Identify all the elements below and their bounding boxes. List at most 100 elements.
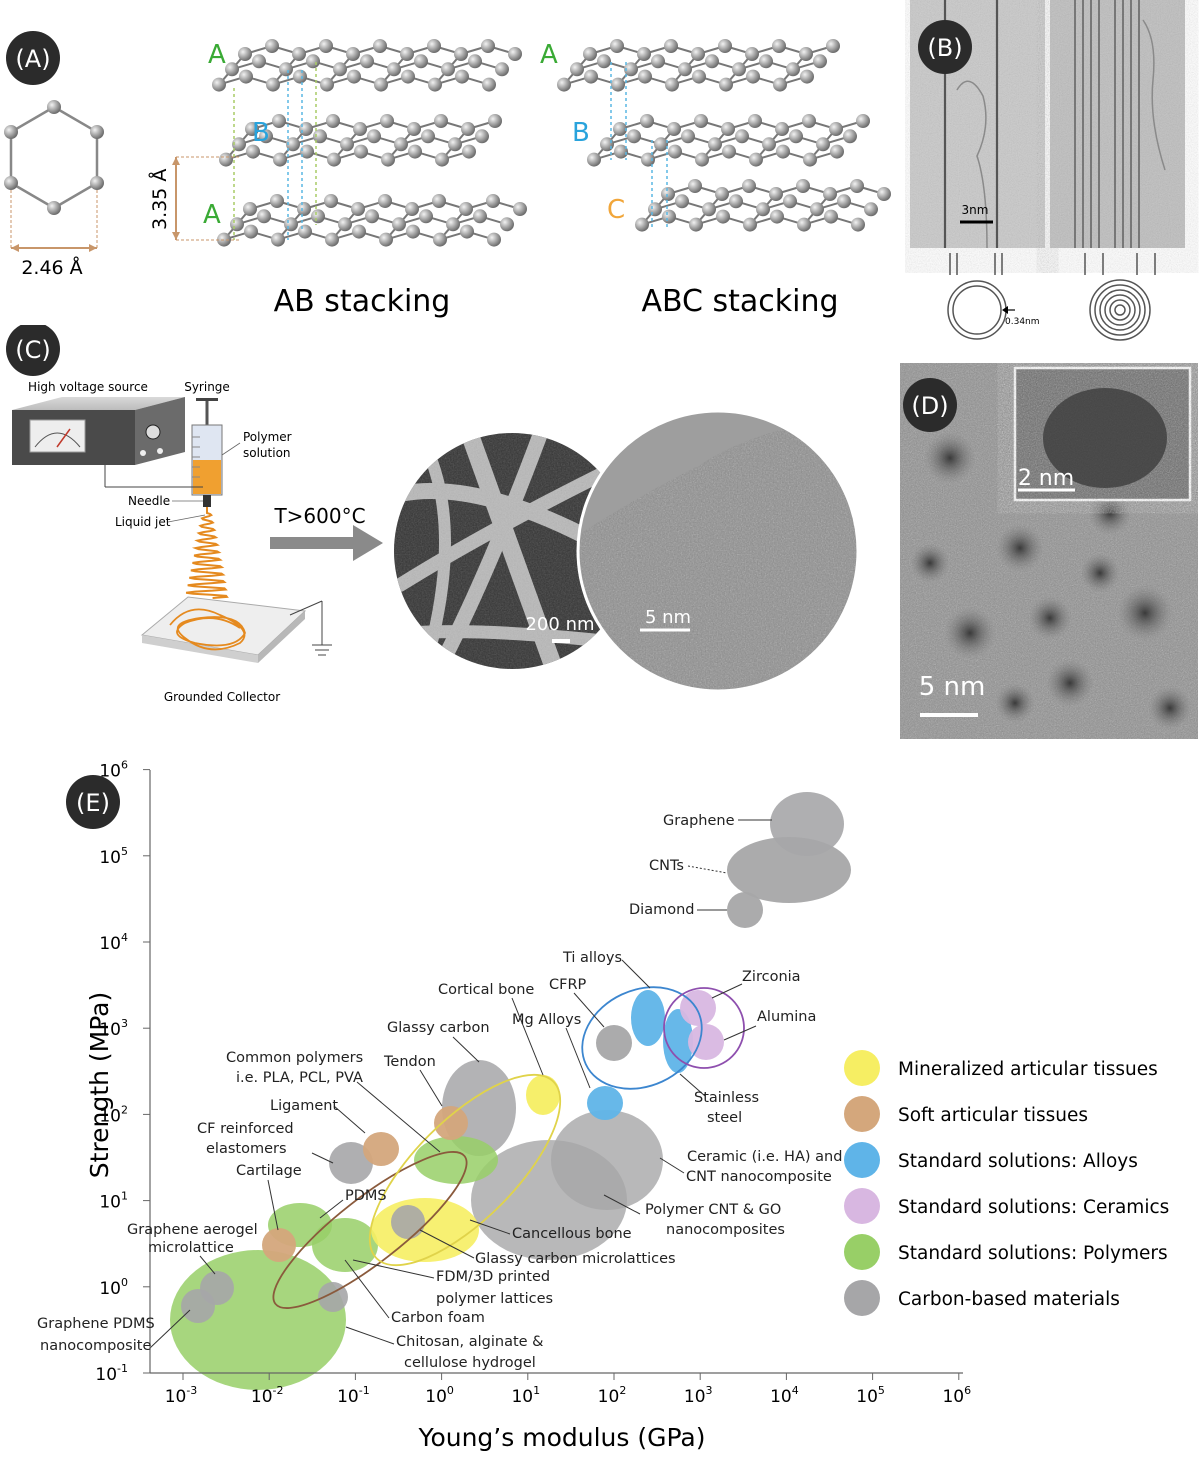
group-outlines [272,986,745,1309]
x-tick-label: 101 [511,1384,540,1407]
tem-scale-bar: 5 nm [645,607,691,628]
y-tick-label: 102 [99,1103,128,1126]
y-tick-label: 106 [99,759,128,782]
region-carbon [770,792,844,856]
region-label: CNT nanocomposite [686,1169,832,1185]
tube-scale-bar: 3nm [962,203,989,217]
abc-stacking-layers [557,39,891,232]
legend-item: Standard solutions: Alloys [844,1142,1138,1178]
ab-stacking-layers [212,39,527,247]
liquid-jet [185,507,229,599]
region-label: Glassy carbon microlattices [475,1251,676,1267]
region-label: PDMS [345,1188,387,1204]
ab-caption: AB stacking [274,284,451,319]
y-axis-title: Strength (MPa) [85,992,114,1178]
badge-e: (E) [66,775,120,829]
legend-label: Soft articular tissues [898,1105,1088,1126]
graphene-stacking-diagram: (A) 2.46 Å 3.35 Å A B A AB stacking [4,31,891,319]
region-label: nanocomposites [666,1222,785,1238]
mwnt-schematic [1084,253,1156,341]
svg-text:(D): (D) [911,392,948,420]
abc-layer-3-label: C [607,195,625,225]
svg-text:(C): (C) [15,336,50,364]
y-tick-label: 101 [99,1190,128,1213]
region-carbon [551,1110,663,1210]
grounded-collector [140,596,332,663]
region-ceramics [688,1024,724,1060]
y-tick-label: 10-1 [95,1362,128,1385]
legend-label: Mineralized articular tissues [898,1059,1158,1080]
abc-layer-1-label: A [540,40,558,70]
region-label: Carbon foam [391,1310,485,1326]
panel-b: 3nm (B) 0.34nm [905,0,1200,345]
region-label: Cartilage [236,1163,302,1179]
region-label: nanocomposite [40,1338,151,1354]
x-tick-label: 105 [856,1384,885,1407]
main-scale-bar: 5 nm [919,672,986,702]
region-label: Graphene PDMS [37,1316,155,1332]
region-label: Zirconia [742,969,801,985]
region-carbon [329,1142,373,1184]
hex-dimension: 2.46 Å [21,256,82,279]
legend-item: Mineralized articular tissues [844,1050,1158,1086]
syringe [191,398,223,507]
region-label: Graphene aerogel [127,1222,258,1238]
region-label: polymer lattices [436,1291,553,1307]
region-label: Cancellous bone [512,1226,632,1242]
region-label: steel [707,1110,742,1126]
inset-scale-bar: 2 nm [1018,466,1074,491]
region-label: Graphene [663,813,735,829]
temperature-label: T>600°C [273,504,365,528]
panel-e: (E) 10-3 10-2 10-1 100 101 102 103 104 105 106 10-… [0,740,1200,1458]
y-tick-label: 104 [99,931,128,954]
x-tick-label: 10-3 [165,1384,198,1407]
svg-text:(E): (E) [76,789,110,817]
region-soft [262,1228,296,1262]
region-label: i.e. PLA, PCL, PVA [236,1070,363,1086]
region-label: CFRP [549,977,587,993]
region-label: Ligament [270,1098,338,1114]
x-tick-label: 10-2 [251,1384,284,1407]
region-label: Cortical bone [438,982,534,998]
legend-label: Standard solutions: Polymers [898,1243,1168,1264]
sem-scale-bar: 200 nm [525,614,594,635]
region-cfrp [596,1025,632,1061]
x-tick-label: 102 [598,1384,627,1407]
x-tick-label: 10-1 [337,1384,370,1407]
legend-item: Carbon-based materials [844,1280,1120,1316]
x-tick-label: 106 [942,1384,971,1407]
hv-source-box [12,397,185,465]
region-label: cellulose hydrogel [404,1355,536,1371]
y-tick-label: 103 [99,1017,128,1040]
region-label: Stainless [694,1090,759,1106]
legend-swatch [844,1050,880,1086]
interlayer-spacing: 3.35 Å [148,169,171,230]
region-label: CNTs [649,858,684,874]
region-carbon [181,1289,215,1323]
region-label: Chitosan, alginate & [396,1334,544,1350]
ab-layer-2-label: B [252,118,270,148]
region-alloys [587,1086,623,1120]
legend-swatch [844,1188,880,1224]
abc-caption: ABC stacking [641,284,838,319]
y-tick-label: 100 [99,1276,128,1299]
needle-label: Needle [128,494,170,508]
badge-d: (D) [903,378,957,432]
region-soft [434,1106,468,1140]
ab-layer-3-label: A [203,200,221,230]
quantum-dot-tem: 2 nm 5 nm (D) [900,363,1198,739]
region-alloys [631,990,665,1046]
region-label: Alumina [757,1009,816,1025]
leader-lines [149,819,772,1349]
legend-swatch [844,1280,880,1316]
hv-source-label: High voltage source [28,380,148,394]
polymer-label-2: solution [243,446,291,460]
legend-swatch [844,1142,880,1178]
region-label: FDM/3D printed [436,1269,550,1285]
y-tick-label: 105 [99,845,128,868]
region-label: Glassy carbon [387,1020,490,1036]
heat-arrow [270,525,383,561]
region-label: CF reinforced [197,1121,294,1137]
region-polymers [414,1136,498,1184]
